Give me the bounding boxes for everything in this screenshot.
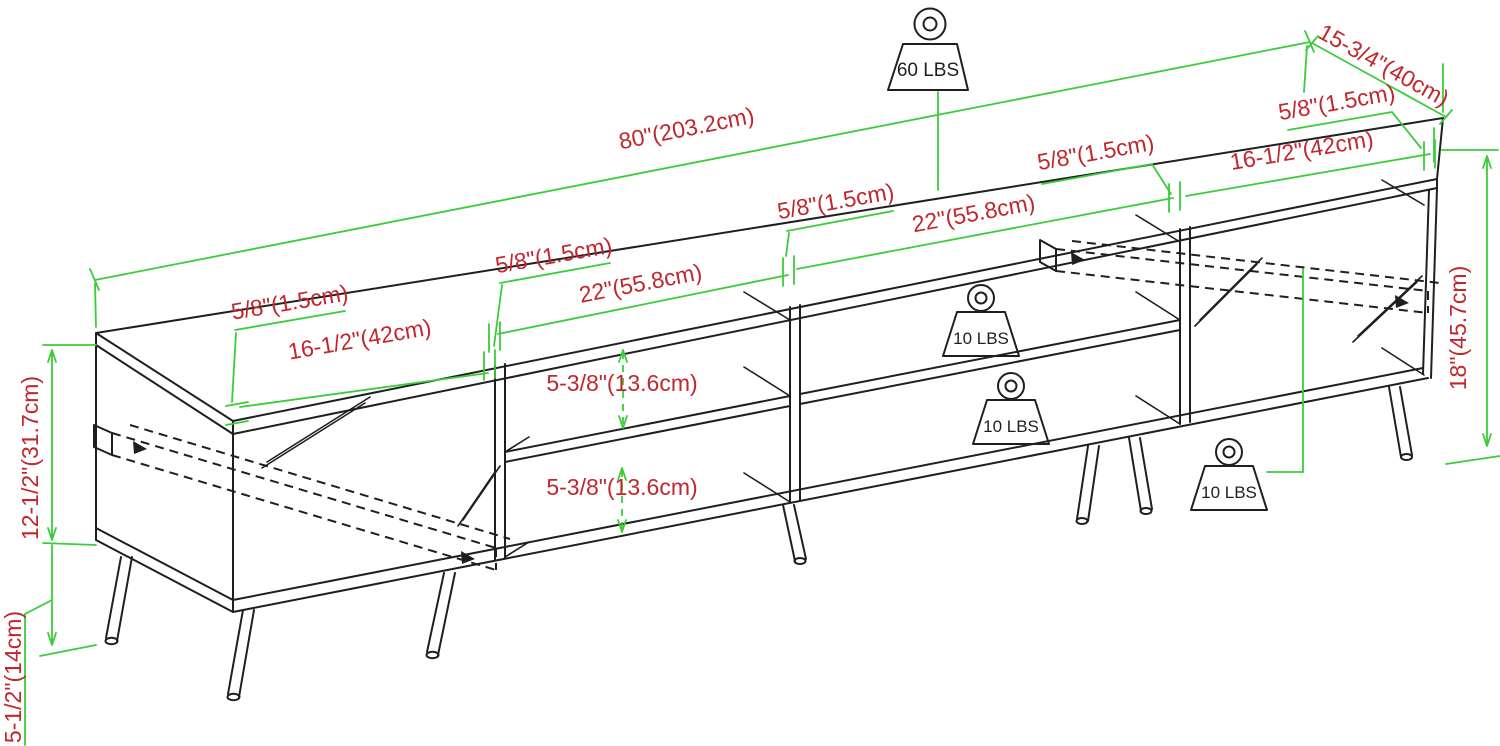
weight-10lbs-label: 10 LBS	[983, 417, 1039, 436]
weight-handle-icon	[913, 7, 947, 41]
dim-overall-height-line	[1441, 149, 1500, 465]
weight-10lbs-label: 10 LBS	[1201, 483, 1257, 502]
weight-icon-10lbs-bottom-shelf: 10 LBS	[972, 372, 1050, 445]
dim-cabinet-height-label: 12-1/2"(31.7cm)	[17, 376, 43, 540]
furniture-outline	[93, 117, 1444, 702]
weight-60lbs-label: 60 LBS	[897, 60, 959, 81]
weight-leader-right-shelf	[1266, 268, 1304, 473]
right-door-stays	[1194, 257, 1423, 343]
dim-bay-right-line	[796, 181, 1181, 270]
left-open-door	[93, 396, 511, 571]
dim-cabinet-height-line	[42, 344, 97, 546]
left-door-stays	[261, 396, 501, 527]
dim-bay-left-line	[497, 255, 795, 335]
dim-divider-center-label: 5/8"(1.5cm)	[775, 178, 896, 224]
dim-door-left-line	[239, 349, 496, 408]
dim-door-right-line	[1185, 127, 1436, 197]
dim-shelf-lower-label: 5-3/8"(13.6cm)	[546, 474, 697, 500]
dim-top-thickness-right-label: 5/8"(1.5cm)	[1276, 79, 1397, 125]
dim-leg-height-label: 5-1/2"(14cm)	[0, 611, 26, 743]
interior-edges	[504, 179, 1425, 558]
weight-handle-icon	[997, 372, 1025, 400]
dim-leg-height-line	[24, 544, 97, 746]
dim-shelf-upper-label: 5-3/8"(13.6cm)	[546, 370, 697, 396]
dim-depth-line	[1305, 35, 1453, 125]
middle-shelves	[504, 319, 1181, 463]
dim-door-left-label: 16-1/2"(42cm)	[286, 314, 433, 365]
dim-overall-height-label: 18"(45.7cm)	[1445, 266, 1471, 391]
weight-icon-10lbs-right-shelf: 10 LBS	[1190, 438, 1268, 511]
weight-10lbs-label: 10 LBS	[953, 329, 1009, 348]
weight-icon-60lbs: 60 LBS	[887, 7, 969, 91]
dim-divider-right-label: 5/8"(1.5cm)	[1035, 129, 1156, 175]
dim-top-thickness-left-line	[225, 310, 346, 426]
dim-top-thickness-left-label: 5/8"(1.5cm)	[229, 280, 350, 325]
dim-overall-width-label: 80"(203.2cm)	[617, 102, 757, 154]
top-panel	[95, 117, 1444, 435]
weight-handle-icon	[967, 284, 995, 312]
dim-divider-center-line	[785, 210, 894, 257]
dim-bay-right-label: 22"(55.8cm)	[910, 189, 1037, 237]
dim-divider-left-label: 5/8"(1.5cm)	[493, 232, 614, 278]
dim-top-thickness-right-line	[1287, 111, 1422, 149]
dimension-lines	[24, 30, 1500, 746]
legs	[104, 386, 1413, 702]
dim-divider-right-line	[1041, 163, 1172, 195]
right-open-door	[1039, 239, 1441, 343]
dim-overall-width-line	[89, 30, 1315, 328]
dim-divider-left-line	[488, 262, 611, 353]
weight-handle-icon	[1215, 438, 1243, 466]
dimension-labels: 80"(203.2cm) 15-3/4"(40cm) 18"(45.7cm) 1…	[0, 18, 1471, 743]
weight-icon-10lbs-middle-shelf: 10 LBS	[942, 284, 1020, 357]
